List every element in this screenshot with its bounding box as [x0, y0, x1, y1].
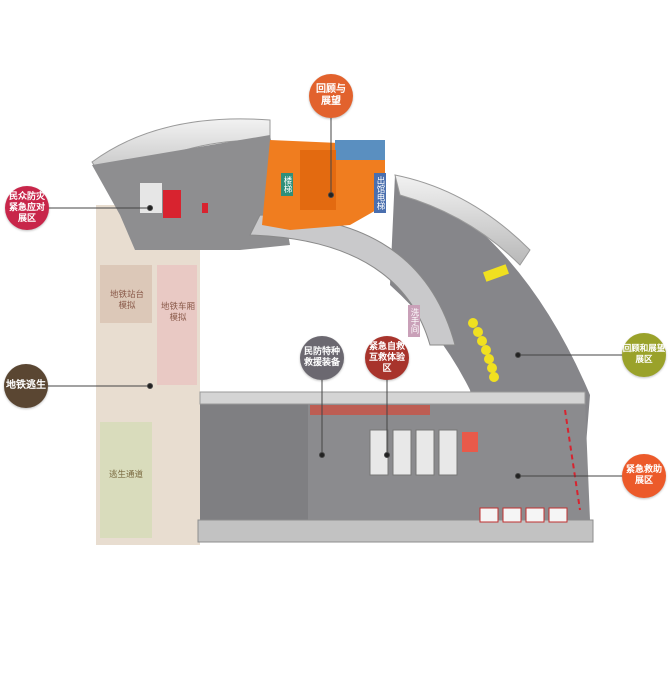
- stretchers: [479, 409, 581, 523]
- zone-carriage-sim: 地铁车厢 模拟: [160, 302, 195, 323]
- civil-disaster-exhibits: [140, 183, 208, 218]
- building-shell: [91, 118, 594, 543]
- rescue-booths: [310, 405, 478, 476]
- callout-metro-escape[interactable]: 地铁逃生: [4, 364, 48, 408]
- tag-washroom: 洗手间: [408, 305, 420, 337]
- tag-stairs: 楼梯: [281, 173, 293, 196]
- callout-civil-disaster[interactable]: 民众防灾 紧急应对 展区: [5, 186, 49, 230]
- review-exhibits: [468, 264, 509, 382]
- zone-escape-passage: 逃生通道: [108, 470, 143, 480]
- metro-corridor: [96, 205, 200, 545]
- callout-review-outlook[interactable]: 回顾与 展望: [309, 74, 353, 118]
- callout-review-outlook-zone[interactable]: 回顾和展望 展区: [622, 333, 666, 377]
- leader-lines: [48, 118, 625, 479]
- stair-block: [262, 140, 385, 230]
- zone-platform-sim: 地铁站台 模拟: [109, 290, 144, 311]
- tag-exit-elevator: 出馆电梯: [374, 173, 386, 213]
- callout-emergency-aid-zone[interactable]: 紧急救助 展区: [622, 454, 666, 498]
- callout-civil-rescue[interactable]: 民防特种 救援装备: [300, 336, 344, 380]
- callout-emergency-self-rescue[interactable]: 紧急自救 互救体验区: [365, 336, 409, 380]
